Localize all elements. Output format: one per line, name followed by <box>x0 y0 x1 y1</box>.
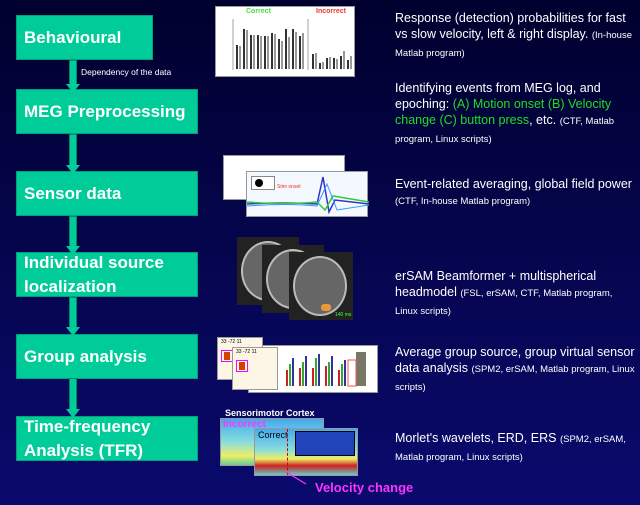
sensor-waveform-figure: Stim onset <box>246 171 369 217</box>
arrow-down-icon <box>66 134 80 175</box>
description-behavioural: Response (detection) probabilities for f… <box>395 10 635 62</box>
coordinate-label: 33 -72 11 <box>221 339 242 345</box>
step-label: Behavioural <box>24 27 122 47</box>
description-group: Average group source, group virtual sens… <box>395 344 635 396</box>
stim-onset-label: Stim onset <box>277 184 301 190</box>
description-meg: Identifying events from MEG log, and epo… <box>395 80 635 148</box>
desc-main: Average group source, group virtual sens… <box>395 345 635 375</box>
desc-main: Event-related averaging, global field po… <box>395 177 632 191</box>
incorrect-label: Incorrect <box>316 8 346 15</box>
arrow-down-icon <box>66 378 80 419</box>
step-group-analysis: Group analysis <box>16 334 198 379</box>
step-label: Time-frequency Analysis (TFR) <box>24 416 151 460</box>
step-sensor-data: Sensor data <box>16 171 198 216</box>
description-tfr: Morlet's wavelets, ERD, ERS (SPM2, erSAM… <box>395 430 635 466</box>
group-source-map: 33 -72 11 <box>232 347 278 390</box>
step-meg-preprocessing: MEG Preprocessing <box>16 89 198 134</box>
desc-main: erSAM Beamformer + multispherical headmo… <box>395 269 597 299</box>
step-label: Sensor data <box>24 183 122 203</box>
correct-label: Correct <box>258 430 288 440</box>
step-label: MEG Preprocessing <box>24 101 186 121</box>
arrow-down-icon <box>66 60 80 94</box>
desc-tools: (SPM2, erSAM, Matlab program, Linux scri… <box>395 434 626 463</box>
desc-tools: (In-house Matlab program) <box>395 30 632 59</box>
step-individual-source: Individual source localization <box>16 252 198 297</box>
step-label: Individual source localization <box>24 252 164 296</box>
step-behavioural: Behavioural <box>16 15 153 60</box>
latency-label: 140 ms <box>335 312 352 318</box>
desc-main: Response (detection) probabilities for f… <box>395 11 626 41</box>
stimulus-icon <box>251 176 275 190</box>
desc-tools: (CTF, Matlab program, Linux scripts) <box>395 116 615 145</box>
description-sensor: Event-related averaging, global field po… <box>395 176 635 210</box>
desc-main: , etc. <box>529 113 557 127</box>
mri-slice-activation: 140 ms <box>289 252 353 320</box>
tfr-title: Sensorimotor Cortex <box>225 408 315 418</box>
desc-main: Morlet's wavelets, ERD, ERS <box>395 431 557 445</box>
correct-label: Correct <box>246 8 271 15</box>
arrow-down-icon <box>66 297 80 337</box>
dependency-label: Dependency of the data <box>81 67 172 77</box>
incorrect-label: Incorrect <box>223 419 266 430</box>
desc-tools: (FSL, erSAM, CTF, Matlab program, Linux … <box>395 288 613 317</box>
bar-graphic <box>232 19 352 70</box>
step-label: Group analysis <box>24 346 147 366</box>
desc-main: Identifying events from MEG log, and epo… <box>395 81 601 111</box>
arrow-down-icon <box>66 216 80 256</box>
description-source: erSAM Beamformer + multispherical headmo… <box>395 268 635 320</box>
velocity-change-label: Velocity change <box>315 480 414 495</box>
desc-tools: (SPM2, erSAM, Matlab program, Linux scri… <box>395 364 635 393</box>
coordinate-label: 33 -72 11 <box>236 349 257 355</box>
waveform-graphic <box>247 176 369 215</box>
desc-tools: (CTF, In-house Matlab program) <box>395 196 531 207</box>
desc-highlight: (A) Motion onset (B) Velocity change (C)… <box>395 97 612 127</box>
behavioural-bar-figure: Correct Incorrect <box>215 6 355 77</box>
group-bar-graphic <box>286 352 366 387</box>
tfr-correct-map: Correct <box>254 428 358 476</box>
step-tfr: Time-frequency Analysis (TFR) <box>16 416 198 461</box>
pointer-arrow-icon <box>285 471 307 485</box>
